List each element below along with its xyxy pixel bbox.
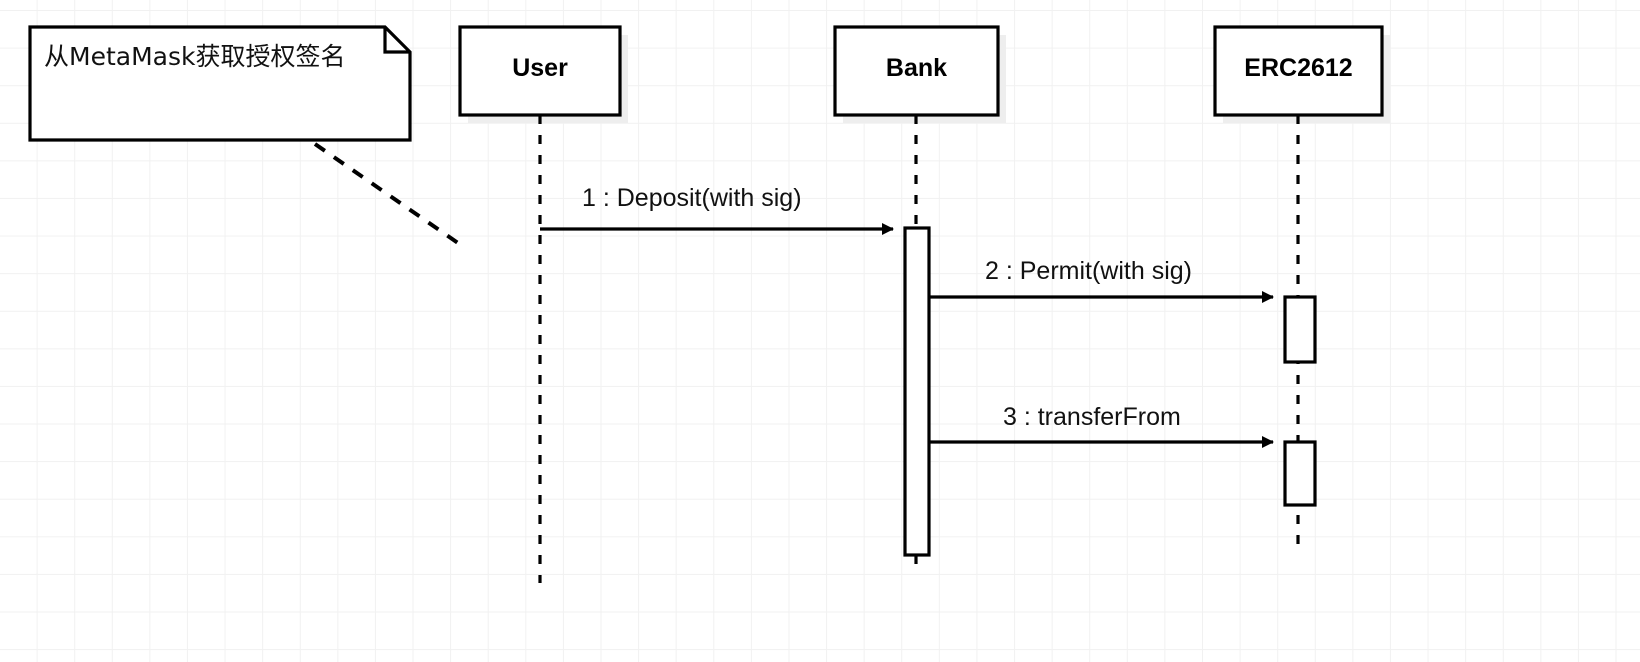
participant-boxes (458, 25, 1384, 117)
note-fold-icon (383, 27, 410, 54)
activation-bar-bank[interactable] (903, 226, 931, 557)
participant-box-user[interactable] (458, 25, 622, 117)
message-arrows (540, 223, 1274, 448)
note-shape[interactable] (28, 25, 412, 142)
activation-bar-erc2612-permit[interactable] (1283, 295, 1317, 364)
note-shape-group (28, 25, 412, 142)
participant-label-erc2612: ERC2612 (1244, 54, 1353, 82)
participant-box-erc2612[interactable] (1213, 25, 1384, 117)
participant-label-bank: Bank (885, 54, 948, 82)
message-label-3: 3 : transferFrom (1003, 403, 1181, 431)
activation-bar-erc2612-transferfrom[interactable] (1283, 440, 1317, 507)
message-label-1: 1 : Deposit(with sig) (582, 184, 802, 212)
note-text: 从MetaMask获取授权签名 (44, 42, 346, 71)
participant-box-bank[interactable] (833, 25, 1000, 117)
note-connector-line (313, 142, 460, 245)
message-label-2: 2 : Permit(with sig) (985, 257, 1192, 285)
participant-label-user: User (512, 54, 568, 82)
activation-bars (903, 226, 1317, 557)
